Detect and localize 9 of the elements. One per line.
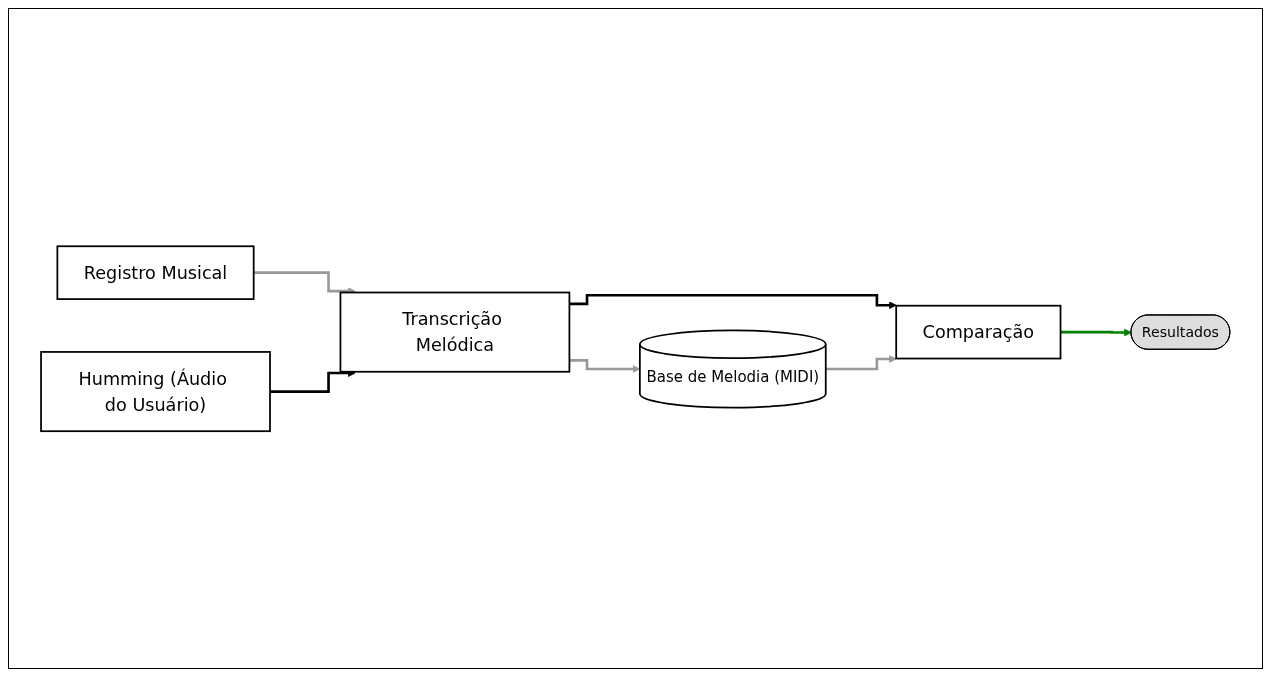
arrow bbox=[253, 271, 356, 295]
node-box: Registro Musical bbox=[56, 245, 255, 300]
arrow bbox=[569, 358, 641, 373]
arrow bbox=[1060, 328, 1132, 337]
arrow bbox=[825, 354, 897, 371]
node-box: Comparação bbox=[895, 304, 1062, 360]
node-box: Humming (Áudio do Usuário) bbox=[40, 350, 271, 432]
node-box: Transcrição Melódica bbox=[339, 291, 571, 373]
arrow bbox=[569, 293, 897, 309]
